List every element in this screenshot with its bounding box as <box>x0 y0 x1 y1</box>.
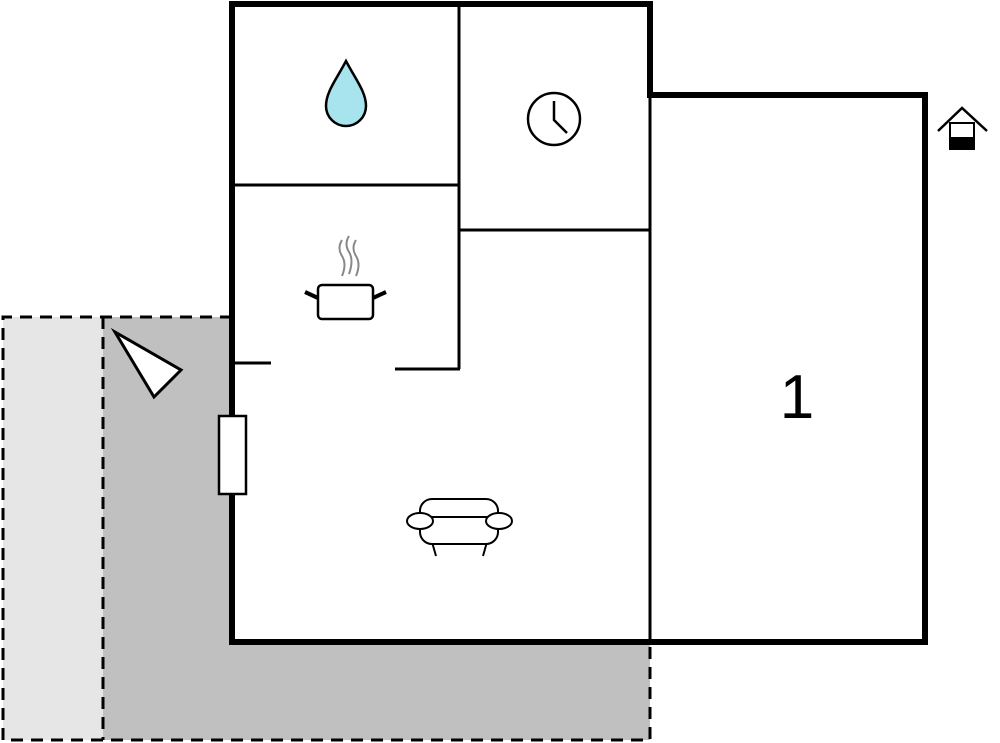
interior-walls <box>232 4 652 642</box>
compass-icon <box>110 327 184 400</box>
house-icon <box>937 106 988 150</box>
room-number-label: 1 <box>780 363 814 432</box>
water-drop-icon <box>324 58 368 128</box>
building-interior <box>232 4 925 642</box>
cooking-pot-icon <box>304 235 387 321</box>
terrace-outline <box>1 315 652 742</box>
exterior-walls <box>229 1 928 645</box>
entrance-door <box>217 414 248 496</box>
sofa-icon <box>406 498 513 557</box>
clock-icon <box>526 91 582 147</box>
terrace-light <box>3 317 103 740</box>
